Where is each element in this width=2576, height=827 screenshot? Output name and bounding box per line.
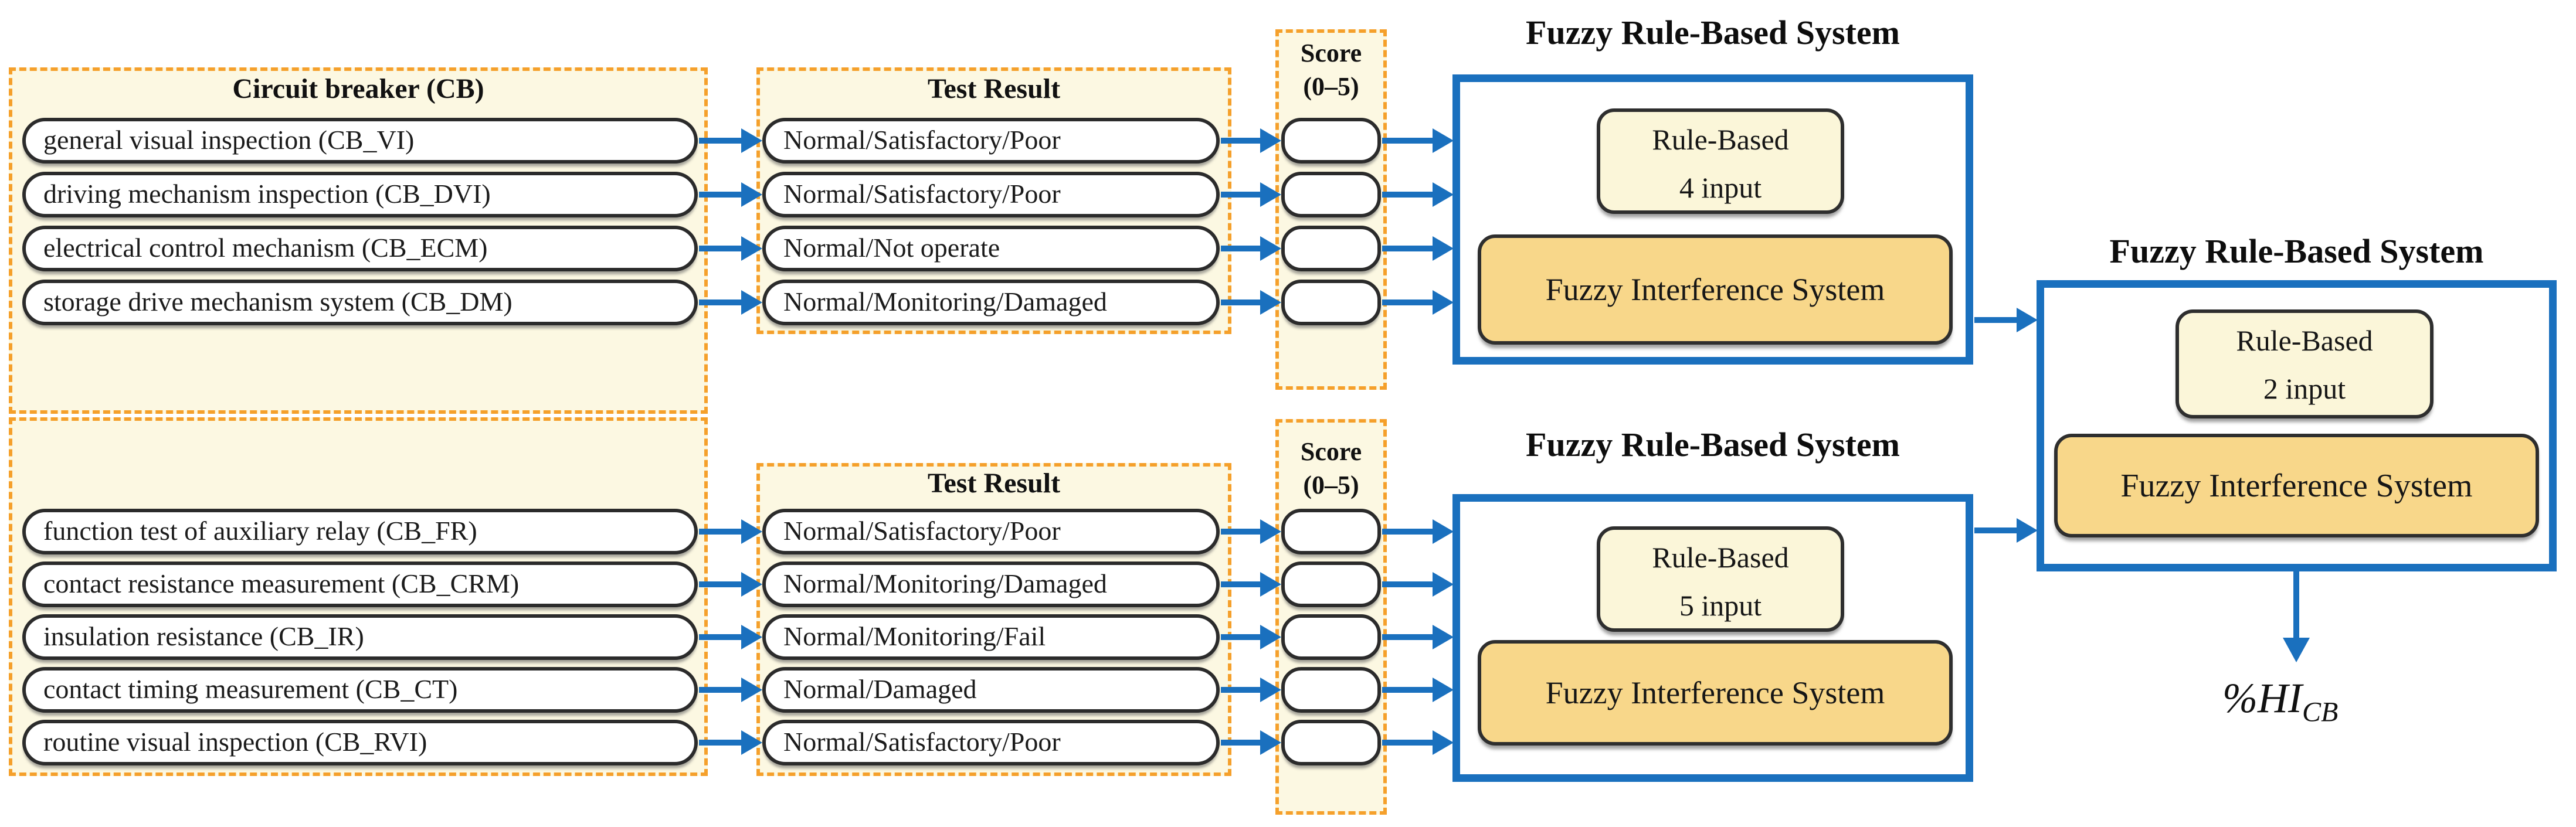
circuit-breaker-header: Circuit breaker (CB)	[232, 73, 484, 104]
score-box	[1281, 118, 1381, 164]
arrow-right-icon	[1221, 192, 1260, 198]
rule-based-box: Rule-Based 5 input	[1597, 526, 1844, 632]
score-box	[1281, 561, 1381, 607]
score-range: (0–5)	[1303, 471, 1359, 499]
fuzzy-inference-box: Fuzzy Interference System	[2054, 434, 2539, 537]
health-index-main: %HI	[2222, 675, 2302, 722]
arrow-right-icon	[699, 138, 741, 144]
score-label: Score	[1300, 39, 1362, 67]
score-range: (0–5)	[1303, 72, 1359, 101]
score-header-bottom: Score (0–5)	[1275, 435, 1387, 502]
score-header-top: Score (0–5)	[1275, 36, 1387, 103]
test-result-item: Normal/Satisfactory/Poor	[762, 509, 1220, 554]
fuzzy-inference-box: Fuzzy Interference System	[1478, 234, 1953, 345]
arrow-right-icon	[1221, 634, 1260, 640]
arrow-right-icon	[699, 687, 741, 693]
frbs-title-top: Fuzzy Rule-Based System	[1526, 13, 1900, 52]
cb-item: contact timing measurement (CB_CT)	[22, 667, 698, 713]
fuzzy-inference-box: Fuzzy Interference System	[1478, 640, 1953, 746]
arrow-right-icon	[1382, 634, 1433, 640]
arrow-right-icon	[1382, 138, 1433, 144]
score-label: Score	[1300, 437, 1362, 466]
arrow-right-icon	[1221, 246, 1260, 251]
arrow-right-icon	[699, 192, 741, 198]
rule-based-box: Rule-Based 4 input	[1597, 108, 1844, 214]
arrow-right-icon	[699, 246, 741, 251]
arrow-right-icon	[1382, 581, 1433, 587]
arrow-right-icon	[1221, 529, 1260, 535]
score-box	[1281, 509, 1381, 554]
test-result-item: Normal/Damaged	[762, 667, 1220, 713]
cb-item: general visual inspection (CB_VI)	[22, 118, 698, 164]
test-result-item: Normal/Monitoring/Damaged	[762, 561, 1220, 607]
cb-item: insulation resistance (CB_IR)	[22, 614, 698, 660]
test-result-item: Normal/Satisfactory/Poor	[762, 118, 1220, 164]
arrow-right-icon	[1221, 740, 1260, 746]
arrow-right-icon	[699, 581, 741, 587]
cb-item: routine visual inspection (CB_RVI)	[22, 720, 698, 765]
arrow-down-icon	[2293, 571, 2299, 638]
rule-based-label: Rule-Based	[1652, 123, 1789, 156]
arrow-right-icon	[1382, 246, 1433, 251]
arrow-right-icon	[1382, 687, 1433, 693]
frbs-title-final: Fuzzy Rule-Based System	[2109, 232, 2484, 270]
rule-based-label: Rule-Based	[1652, 541, 1789, 574]
test-result-item: Normal/Satisfactory/Poor	[762, 172, 1220, 217]
arrow-right-icon	[1382, 740, 1433, 746]
arrow-right-icon	[699, 300, 741, 305]
score-box	[1281, 172, 1381, 217]
arrow-right-icon	[1382, 529, 1433, 535]
score-box	[1281, 226, 1381, 271]
health-index-output: %HICB	[2222, 674, 2338, 728]
rule-based-box: Rule-Based 2 input	[2175, 309, 2434, 418]
test-result-header-bottom: Test Result	[927, 468, 1061, 499]
test-result-item: Normal/Satisfactory/Poor	[762, 720, 1220, 765]
arrow-right-icon	[699, 740, 741, 746]
frbs-title-bottom: Fuzzy Rule-Based System	[1526, 426, 1900, 464]
score-box	[1281, 614, 1381, 660]
rule-based-label: Rule-Based	[2236, 324, 2373, 357]
health-index-subscript: CB	[2302, 696, 2339, 728]
test-result-item: Normal/Not operate	[762, 226, 1220, 271]
cb-item: driving mechanism inspection (CB_DVI)	[22, 172, 698, 217]
score-box	[1281, 280, 1381, 325]
cb-item: storage drive mechanism system (CB_DM)	[22, 280, 698, 325]
arrow-right-icon	[699, 529, 741, 535]
arrow-right-icon	[1382, 300, 1433, 305]
rule-based-inputs: 5 input	[1679, 589, 1762, 622]
arrow-right-icon	[1974, 527, 2017, 533]
test-result-header-top: Test Result	[927, 73, 1061, 104]
score-box	[1281, 720, 1381, 765]
rule-based-inputs: 4 input	[1679, 171, 1762, 204]
test-result-item: Normal/Monitoring/Fail	[762, 614, 1220, 660]
arrow-right-icon	[1974, 317, 2017, 323]
arrow-right-icon	[699, 634, 741, 640]
rule-based-inputs: 2 input	[2263, 372, 2346, 405]
test-result-item: Normal/Monitoring/Damaged	[762, 280, 1220, 325]
cb-item: electrical control mechanism (CB_ECM)	[22, 226, 698, 271]
cb-item: contact resistance measurement (CB_CRM)	[22, 561, 698, 607]
arrow-right-icon	[1221, 687, 1260, 693]
arrow-right-icon	[1221, 300, 1260, 305]
cb-item: function test of auxiliary relay (CB_FR)	[22, 509, 698, 554]
arrow-right-icon	[1221, 581, 1260, 587]
score-box	[1281, 667, 1381, 713]
arrow-right-icon	[1382, 192, 1433, 198]
arrow-right-icon	[1221, 138, 1260, 144]
